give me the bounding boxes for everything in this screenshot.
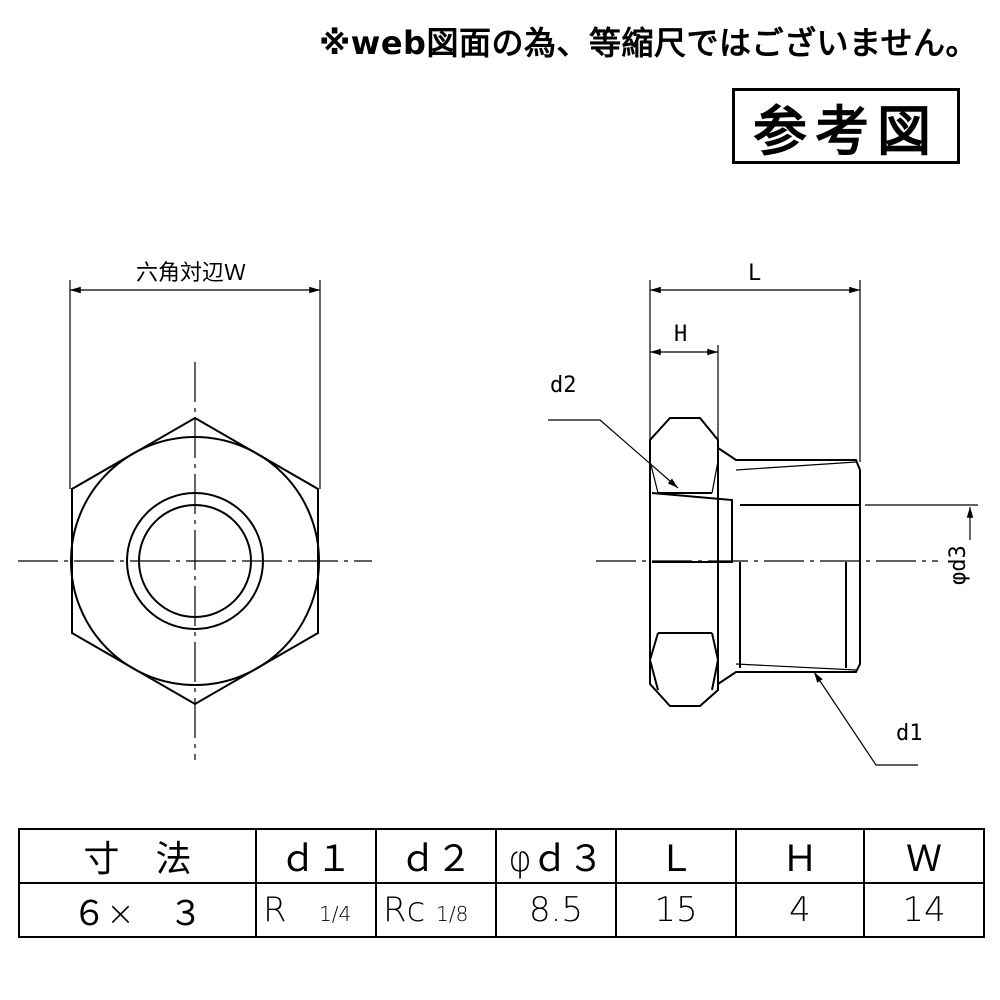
header-w: Ｗ <box>863 828 985 884</box>
value-d1-main: R <box>263 890 287 930</box>
value-d1-frac: 1/4 <box>319 902 352 926</box>
header-h: Ｈ <box>735 828 865 884</box>
header-d3: φｄ３ <box>495 828 617 884</box>
not-to-scale-notice: ※web図面の為、等縮尺ではございません。 <box>319 24 978 62</box>
hex-width-label: 六角対辺Ｗ <box>136 261 246 286</box>
value-d3: 8.5 <box>495 882 617 938</box>
h-label: H <box>674 322 687 347</box>
reference-drawing-stamp: 参考図 <box>732 88 960 164</box>
value-d1: R 1/4 <box>255 882 377 938</box>
d2-leader <box>548 419 679 489</box>
header-size: 寸 法 <box>18 828 257 884</box>
hex-facet-lower <box>648 632 720 691</box>
hex-facet-upper <box>649 460 719 494</box>
bore-d3 <box>739 504 860 668</box>
value-d2-main: Rc <box>383 890 426 930</box>
thread-root-top <box>735 461 857 471</box>
value-l: 15 <box>615 882 737 938</box>
side-view: L H d2 d1 φd3 <box>548 261 978 766</box>
header-d1: ｄ１ <box>255 828 377 884</box>
spec-header-row: 寸 法 ｄ１ ｄ２ φｄ３ Ｌ Ｈ Ｗ <box>18 828 985 884</box>
thread-root-bottom <box>735 663 857 671</box>
technical-drawing: 六角対辺Ｗ L H d2 d1 φd3 <box>18 261 978 766</box>
spec-table: 寸 法 ｄ１ ｄ２ φｄ３ Ｌ Ｈ Ｗ ６× ３ R 1/4 Rc 1/8 8.… <box>18 828 985 938</box>
hex-head-outline <box>649 417 719 707</box>
header-d2: ｄ２ <box>375 828 497 884</box>
value-w: 14 <box>863 882 985 938</box>
value-d2: Rc 1/8 <box>375 882 497 938</box>
thread-body-outline <box>717 440 861 685</box>
d3-label: φd3 <box>946 545 971 585</box>
spec-value-row: ６× ３ R 1/4 Rc 1/8 8.5 15 4 14 <box>18 882 985 938</box>
value-size: ６× ３ <box>18 882 257 938</box>
d2-label: d2 <box>550 373 577 398</box>
value-d2-frac: 1/8 <box>436 902 469 926</box>
d1-leader <box>813 671 918 766</box>
value-h: 4 <box>735 882 865 938</box>
rc-internal-thread <box>651 492 733 563</box>
front-view: 六角対辺Ｗ <box>18 261 372 760</box>
l-label: L <box>748 261 761 286</box>
d1-label: d1 <box>896 721 923 746</box>
header-l: Ｌ <box>615 828 737 884</box>
